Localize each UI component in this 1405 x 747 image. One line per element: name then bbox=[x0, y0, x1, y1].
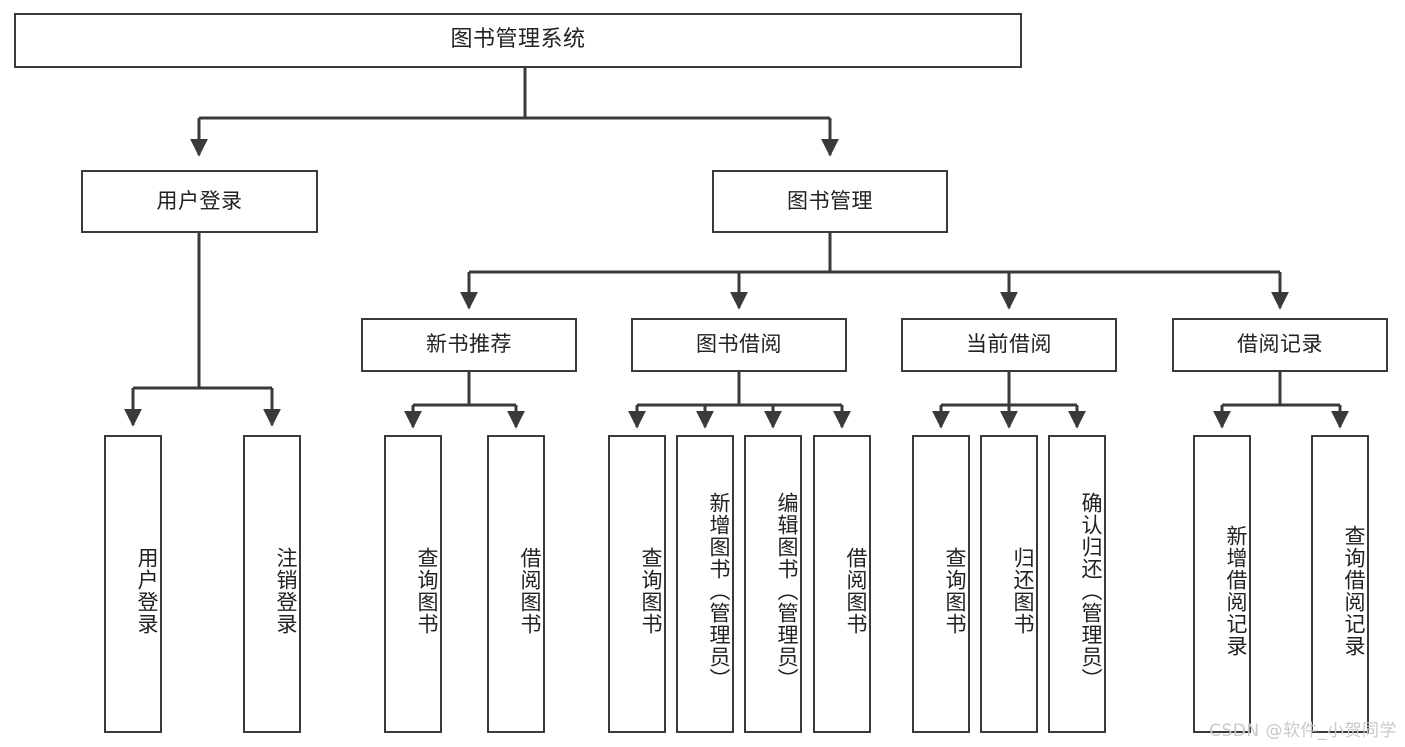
leaf-borrow-record-add[interactable]: 新增借阅记录 bbox=[1193, 435, 1251, 733]
node-label: 新增图书（管理员） bbox=[707, 492, 731, 690]
leaf-new-book-query[interactable]: 查询图书 bbox=[384, 435, 442, 733]
node-label: 归还图书 bbox=[1011, 547, 1035, 635]
leaf-current-borrow-query[interactable]: 查询图书 bbox=[912, 435, 970, 733]
node-book-management[interactable]: 图书管理 bbox=[712, 170, 948, 233]
node-user-login[interactable]: 用户登录 bbox=[81, 170, 318, 233]
leaf-borrow-record-query[interactable]: 查询借阅记录 bbox=[1311, 435, 1369, 733]
leaf-book-borrow-edit[interactable]: 编辑图书（管理员） bbox=[744, 435, 802, 733]
node-label: 确认归还（管理员） bbox=[1079, 492, 1103, 690]
leaf-user-login-login[interactable]: 用户登录 bbox=[104, 435, 162, 733]
node-borrow-record[interactable]: 借阅记录 bbox=[1172, 318, 1388, 372]
node-label: 注销登录 bbox=[274, 547, 298, 635]
node-label: 用户登录 bbox=[156, 188, 243, 213]
node-label: 编辑图书（管理员） bbox=[775, 492, 799, 690]
node-book-borrow[interactable]: 图书借阅 bbox=[631, 318, 847, 372]
node-label: 图书借阅 bbox=[696, 332, 782, 357]
node-label: 用户登录 bbox=[135, 547, 159, 635]
leaf-current-borrow-return[interactable]: 归还图书 bbox=[980, 435, 1038, 733]
leaf-user-login-logout[interactable]: 注销登录 bbox=[243, 435, 301, 733]
node-label: 当前借阅 bbox=[966, 332, 1052, 357]
node-label: 图书管理系统 bbox=[450, 27, 586, 53]
node-label: 新增借阅记录 bbox=[1224, 525, 1248, 657]
node-label: 借阅图书 bbox=[518, 547, 542, 635]
leaf-new-book-borrow[interactable]: 借阅图书 bbox=[487, 435, 545, 733]
leaf-current-borrow-confirm-return[interactable]: 确认归还（管理员） bbox=[1048, 435, 1106, 733]
node-label: 借阅图书 bbox=[844, 547, 868, 635]
node-label: 图书管理 bbox=[787, 188, 873, 213]
leaf-book-borrow-borrow[interactable]: 借阅图书 bbox=[813, 435, 871, 733]
node-label: 查询图书 bbox=[639, 547, 663, 635]
node-label: 查询图书 bbox=[415, 547, 439, 635]
node-current-borrow[interactable]: 当前借阅 bbox=[901, 318, 1117, 372]
leaf-book-borrow-query[interactable]: 查询图书 bbox=[608, 435, 666, 733]
csdn-watermark: CSDN @软件_小贺同学 bbox=[1209, 721, 1397, 741]
node-label: 新书推荐 bbox=[426, 332, 512, 357]
leaf-book-borrow-add[interactable]: 新增图书（管理员） bbox=[676, 435, 734, 733]
node-new-book-recommend[interactable]: 新书推荐 bbox=[361, 318, 577, 372]
node-label: 借阅记录 bbox=[1237, 332, 1323, 357]
node-label: 查询图书 bbox=[943, 547, 967, 635]
node-root-system[interactable]: 图书管理系统 bbox=[14, 13, 1022, 68]
node-label: 查询借阅记录 bbox=[1342, 525, 1366, 657]
